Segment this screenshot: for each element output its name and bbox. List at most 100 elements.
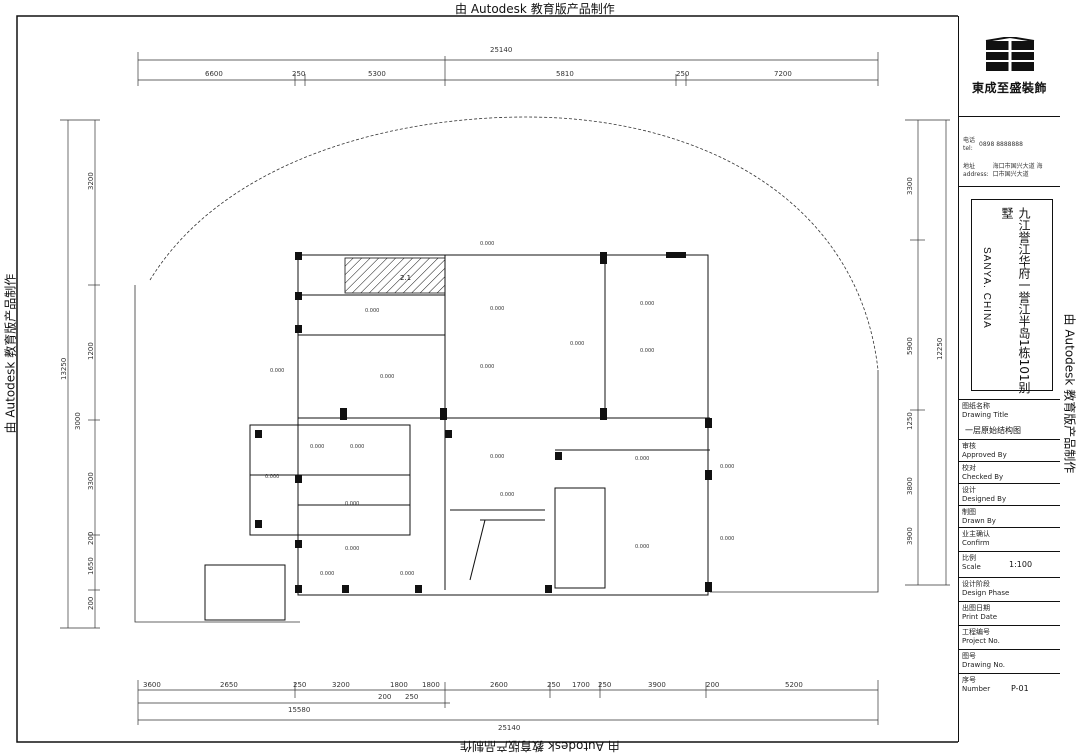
plan-label-15: 0.000 — [500, 492, 514, 498]
hatched-area — [344, 257, 446, 294]
dim-left-seg-1: 3200 — [87, 172, 95, 190]
number-value: P-01 — [1011, 684, 1029, 693]
project-box — [971, 199, 1053, 391]
dim-left-seg-4: 3000 — [74, 412, 82, 430]
dim-left-seg-7: 200 — [87, 597, 95, 610]
dim-right-seg-3: 1250 — [906, 412, 914, 430]
confirm-row: 业主确认 Confirm — [959, 528, 1060, 552]
drawing-title-en: Drawing Title — [962, 411, 1009, 419]
plan-label-3: 0.000 — [270, 368, 284, 374]
dim-bottom-seg-14: 200 — [378, 693, 391, 701]
dim-bottom-seg-8: 250 — [547, 681, 560, 689]
dim-bottom-seg-15: 250 — [405, 693, 418, 701]
checked-en: Checked By — [962, 473, 1004, 481]
drawing-no-label: 图号 — [962, 652, 976, 660]
plan-label-5: 0.000 — [490, 306, 504, 312]
drawing-title-row: 图纸名称 Drawing Title 一层原始结构图 — [959, 400, 1060, 440]
addr-en: address: — [963, 171, 989, 178]
project-name: 九江誉江华府一誉江半岛1栋101别墅 — [1000, 207, 1031, 394]
company-logo-icon — [985, 36, 1034, 71]
dim-top-seg-2: 250 — [292, 70, 305, 78]
phase-label: 设计阶段 — [962, 580, 990, 588]
approved-en: Approved By — [962, 451, 1007, 459]
plan-label-21: 0.000 — [320, 571, 334, 577]
floor-plan-drawing: 25140 6600 250 5300 5810 250 7200 3600 2… — [16, 15, 958, 743]
sheet-border — [16, 15, 958, 743]
dim-bottom-seg-7: 2600 — [490, 681, 508, 689]
top-dimension-lines — [137, 52, 879, 86]
bottom-dimension-lines — [137, 680, 879, 725]
date-row: 出图日期 Print Date — [959, 602, 1060, 626]
dim-left-seg-3: 3300 — [87, 472, 95, 490]
company-name: 東成至盛裝飾 — [971, 80, 1047, 95]
plan-label-19: 0.000 — [720, 536, 734, 542]
dim-left-seg-6: 1650 — [87, 557, 95, 575]
tel-label: 电话 — [963, 137, 976, 144]
plan-label-2: 0.000 — [380, 374, 394, 380]
date-en: Print Date — [962, 613, 998, 621]
number-row: 序号 Number P-01 — [959, 674, 1060, 698]
checked-row: 校对 Checked By — [959, 462, 1060, 484]
plan-label-12: 0.000 — [265, 474, 279, 480]
site-right-boundary — [710, 370, 879, 593]
addr-value: 海口市国兴大道 海口市国兴大道 — [992, 163, 1043, 178]
dim-bottom-seg-2: 2650 — [220, 681, 238, 689]
drawn-row: 制图 Drawn By — [959, 506, 1060, 528]
dim-top-seg-6: 7200 — [774, 70, 792, 78]
plan-label-14: 0.000 — [490, 454, 504, 460]
plan-label-8: 0.000 — [640, 301, 654, 307]
dim-left-total: 13250 — [60, 358, 68, 380]
drawn-en: Drawn By — [962, 517, 996, 525]
plan-label-13: 0.000 — [345, 501, 359, 507]
confirm-en: Confirm — [962, 539, 990, 547]
drawing-title-label: 图纸名称 — [962, 402, 990, 410]
dim-right-seg-4: 3800 — [906, 477, 914, 495]
confirm-label: 业主确认 — [962, 530, 990, 538]
dim-bottom-seg-11: 3900 — [648, 681, 666, 689]
project-location: SANYA. CHINA — [981, 247, 992, 329]
phase-row: 设计阶段 Design Phase — [959, 578, 1060, 602]
plan-label-10: 0.000 — [350, 444, 364, 450]
dim-left-seg-2: 1200 — [87, 342, 95, 360]
project-no-en: Project No. — [962, 637, 1000, 645]
number-en: Number — [962, 685, 991, 693]
drawing-no-en: Drawing No. — [962, 661, 1005, 669]
dim-top-seg-1: 6600 — [205, 70, 223, 78]
dim-right-seg-2: 5900 — [906, 337, 914, 355]
plan-label-6: 0.000 — [480, 364, 494, 370]
dim-bottom-total: 25140 — [498, 724, 520, 732]
plan-label-1: 0.000 — [365, 308, 379, 314]
plan-label-4: 0.000 — [480, 241, 494, 247]
scale-label: 比例 — [962, 554, 976, 562]
date-label: 出图日期 — [962, 604, 990, 612]
phase-en: Design Phase — [962, 589, 1010, 597]
plan-label-7: 0.000 — [570, 341, 584, 347]
plan-label-17: 0.000 — [635, 544, 649, 550]
tel-en: tel: — [963, 145, 973, 152]
drawing-title-value: 一层原始结构图 — [965, 426, 1021, 435]
project-no-label: 工程编号 — [962, 628, 990, 636]
drawn-label: 制图 — [962, 508, 976, 516]
dim-top-total: 25140 — [490, 46, 512, 54]
dim-right-total: 12250 — [936, 338, 944, 360]
scale-value: 1:100 — [1009, 560, 1033, 569]
watermark-right: 由 Autodesk 教育版产品制作 — [1062, 313, 1077, 474]
dim-left-seg-5: 200 — [87, 532, 95, 545]
project-no-row: 工程编号 Project No. — [959, 626, 1060, 650]
plan-walls — [204, 254, 710, 621]
plan-label-11: 0.000 — [310, 444, 324, 450]
plan-label-18: 0.000 — [720, 464, 734, 470]
dim-bottom-seg-9: 1700 — [572, 681, 590, 689]
dim-bottom-seg-6: 1800 — [422, 681, 440, 689]
dim-bottom-seg-4: 3200 — [332, 681, 350, 689]
designed-row: 设计 Designed By — [959, 484, 1060, 506]
scale-en: Scale — [962, 563, 981, 571]
plan-label-22: 0.000 — [400, 571, 414, 577]
hatched-area-label: 2.1 — [400, 274, 411, 282]
number-label: 序号 — [962, 676, 976, 684]
dim-bottom-seg-5: 1800 — [390, 681, 408, 689]
plan-label-20: 0.000 — [345, 546, 359, 552]
room-labels: 0.000 0.000 0.000 0.000 0.000 0.000 0.00… — [265, 241, 734, 577]
dim-top-seg-3: 5300 — [368, 70, 386, 78]
